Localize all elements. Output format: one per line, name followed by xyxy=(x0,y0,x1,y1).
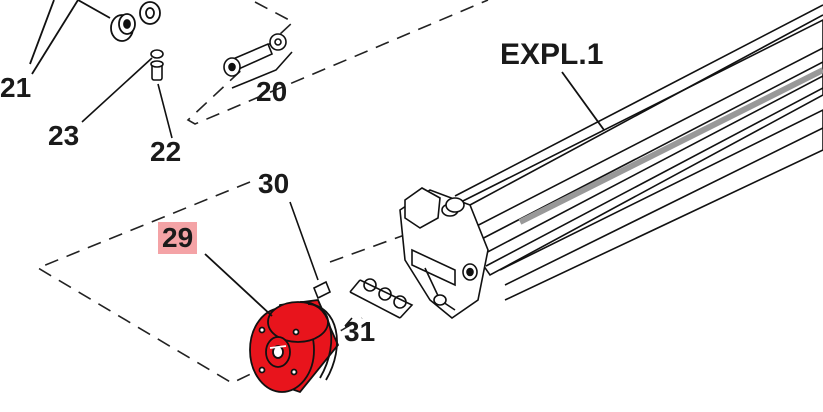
part-30-pin xyxy=(289,201,332,300)
part-20-bolt xyxy=(223,33,293,89)
callout-31: 31 xyxy=(344,316,376,347)
expl1-rod-assembly xyxy=(399,4,823,320)
expl1-leader xyxy=(561,71,605,131)
callout-20: 20 xyxy=(256,76,288,107)
part-21-nut-washer xyxy=(29,0,161,75)
part-31-washers xyxy=(349,278,414,319)
callout-23: 23 xyxy=(48,120,80,151)
callout-29-highlighted: 29 xyxy=(158,222,198,254)
callout-30: 30 xyxy=(258,168,290,199)
part-29-pulley xyxy=(204,253,340,394)
part-31-leader xyxy=(344,317,353,327)
callout-expl1: EXPL.1 xyxy=(500,38,604,71)
callout-21: 21 xyxy=(0,72,32,103)
part-22-23-screw xyxy=(81,49,173,139)
callout-22: 22 xyxy=(150,136,182,167)
